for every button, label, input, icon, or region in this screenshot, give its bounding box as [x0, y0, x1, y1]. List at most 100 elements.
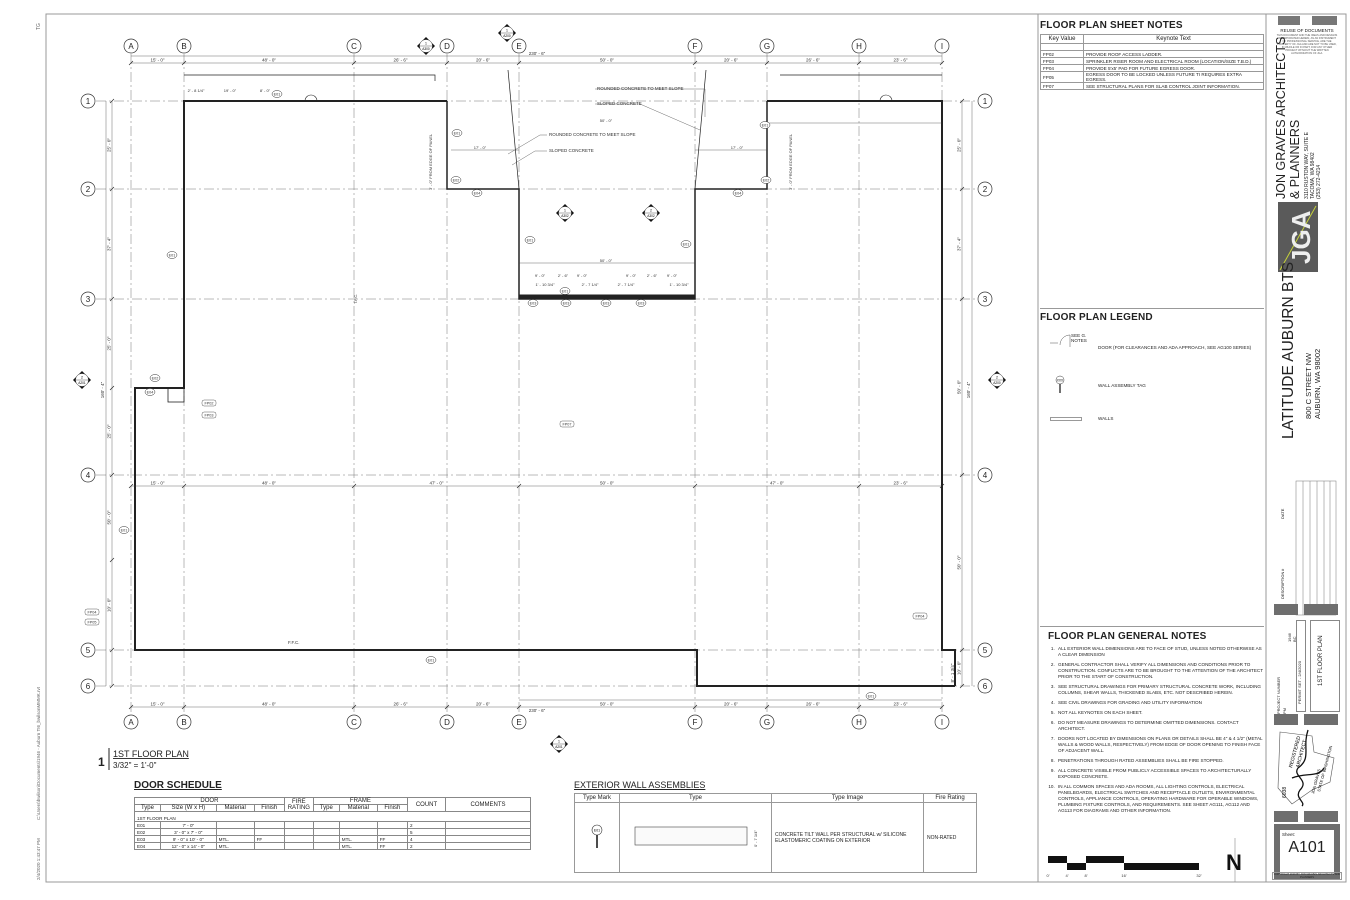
cell-material — [215, 828, 255, 836]
grid-bubble — [977, 291, 993, 307]
col-type-image: Type Image — [771, 793, 924, 803]
revision-block: DATE # DESCRIPTION — [1280, 480, 1337, 616]
tb-bar — [1274, 811, 1298, 822]
scale-label: 4' — [1066, 873, 1069, 878]
dimension-text: 1' - 10 3/4" — [535, 282, 555, 287]
door-tag: E02 — [453, 178, 460, 182]
wall-tag: E01 — [562, 289, 569, 293]
sheet-label: Sheet: — [1282, 832, 1296, 837]
grid-label: 1 — [983, 97, 988, 106]
cell-size: 12' - 0" x 14' - 0" — [159, 842, 217, 850]
grid-label: F — [693, 718, 698, 727]
svg-text:DATE: DATE — [1280, 508, 1285, 519]
dimension-text: 15' - 0" — [151, 58, 165, 63]
view-scale: 3/32" = 1'-0" — [113, 761, 157, 770]
section-sheet: A200 — [503, 34, 511, 38]
svg-text:N: N — [1226, 850, 1242, 875]
cell-text: EGRESS DOOR TO BE LOCKED UNLESS FUTURE T… — [1083, 71, 1264, 83]
door-tag-icon — [149, 374, 161, 382]
legend-door-note: SEE G. NOTES — [1071, 333, 1087, 343]
grid-label: A — [128, 718, 134, 727]
grid-bubble — [934, 38, 950, 54]
grid-bubble — [80, 291, 96, 307]
tb-bar — [1304, 811, 1338, 822]
cell-finish: FF — [253, 835, 285, 843]
project-name: LATITUDE AUBURN BTS — [1280, 261, 1297, 439]
grid-bubble — [346, 38, 362, 54]
col-fire-rating: Fire Rating — [923, 793, 977, 803]
section-number: 1 — [558, 740, 560, 744]
general-note: SEE STRUCTURAL DRAWINGS FOR PRIMARY STRU… — [1056, 684, 1264, 696]
section-number: 2 — [81, 376, 83, 380]
exterior-wall-east — [767, 100, 956, 686]
dimension-text: 20' - 6" — [724, 58, 738, 63]
title-block: REUSE OF DOCUMENTS THIS DOCUMENT AND THE… — [1268, 14, 1346, 882]
cell-frame_material — [338, 821, 378, 829]
dimension-text: 50' - 0" — [107, 510, 112, 524]
grid-label: 2 — [86, 185, 91, 194]
door-tag-icon — [144, 388, 156, 396]
issue-text: PERMIT SET - 2/4/2020 — [1297, 661, 1302, 704]
note-rounded-concrete: ROUNDED CONCRETE TO MEET SLOPE — [549, 132, 636, 137]
section-number: 2 — [650, 209, 652, 213]
section-number: 1 — [506, 29, 508, 33]
dimension-text: 19' - 0" — [224, 88, 237, 93]
grid-bubble — [759, 38, 775, 54]
graphic-scale-bar: 0'4'8'16'32' — [1047, 856, 1202, 878]
grid-bubble — [759, 714, 775, 730]
overall-dimension: 160' - 4" — [100, 381, 105, 398]
door-tag-icon — [635, 299, 647, 307]
grid-label: 6 — [983, 682, 988, 691]
keynote-tag-icon — [84, 618, 100, 626]
door-tag: E03 — [530, 301, 537, 305]
firm-phone: (253) 272-4214 — [1316, 164, 1322, 199]
keynote-tag-icon — [912, 612, 928, 620]
cell-fire — [283, 835, 314, 843]
svg-text:DESCRIPTION: DESCRIPTION — [1280, 572, 1285, 599]
grid-bubble — [511, 714, 527, 730]
dimension-text: 9' - 0" — [626, 273, 637, 278]
grid-bubble — [346, 714, 362, 730]
group-door: DOOR — [134, 797, 285, 805]
cell-frame_finish — [376, 821, 408, 829]
dimension-text: 47' - 0" — [430, 481, 444, 486]
keynote-tag: FP07 — [562, 422, 571, 426]
firm-name: JON GRAVES ARCHITECTS — [1274, 36, 1288, 199]
issue-box — [1296, 620, 1306, 712]
schedule-section: 1ST FLOOR PLAN — [134, 811, 531, 822]
keynote-tag-icon — [201, 411, 217, 419]
note-ffc: F.F.C. — [288, 640, 300, 645]
dimension-text: 48' - 0" — [262, 58, 276, 63]
project-address: 800 C STREET NW — [1304, 352, 1313, 419]
tb-bar — [1274, 604, 1298, 615]
col-type-mark: Type Mark — [574, 793, 620, 803]
walls-symbol-icon — [1050, 417, 1082, 421]
wall-tag: E01 — [169, 253, 176, 257]
wall-tag-icon — [680, 240, 692, 248]
grid-bubble — [977, 678, 993, 694]
cell-frame_finish — [376, 828, 408, 836]
door-tag-icon — [760, 176, 772, 184]
dimension-text: 2' - 6" — [558, 273, 569, 278]
cell-frame_material: MTL. — [338, 835, 378, 843]
grid-label: 4 — [983, 471, 988, 480]
door-schedule-table: DOOR FIRE RATING FRAME COUNT COMMENTS Ty… — [134, 797, 531, 850]
general-note: PENETRATIONS THROUGH RATED ASSEMBLIES SH… — [1056, 758, 1264, 764]
leader — [507, 134, 547, 155]
sheet-number: A101 — [1288, 839, 1326, 856]
grid-label: F — [693, 42, 698, 51]
grid-bubble — [977, 93, 993, 109]
col-key-value: Key Value — [1040, 34, 1084, 44]
col-frame-material: Material — [338, 804, 378, 812]
canopy-left — [184, 74, 436, 81]
floor-plan-general-notes: FLOOR PLAN GENERAL NOTES ALL EXTERIOR WA… — [1040, 626, 1264, 818]
door-tag-icon — [450, 176, 462, 184]
cell-frame_type — [312, 842, 340, 850]
grid-bubble — [80, 93, 96, 109]
general-notes-title: FLOOR PLAN GENERAL NOTES — [1040, 626, 1264, 646]
door-tag: E02 — [763, 178, 770, 182]
